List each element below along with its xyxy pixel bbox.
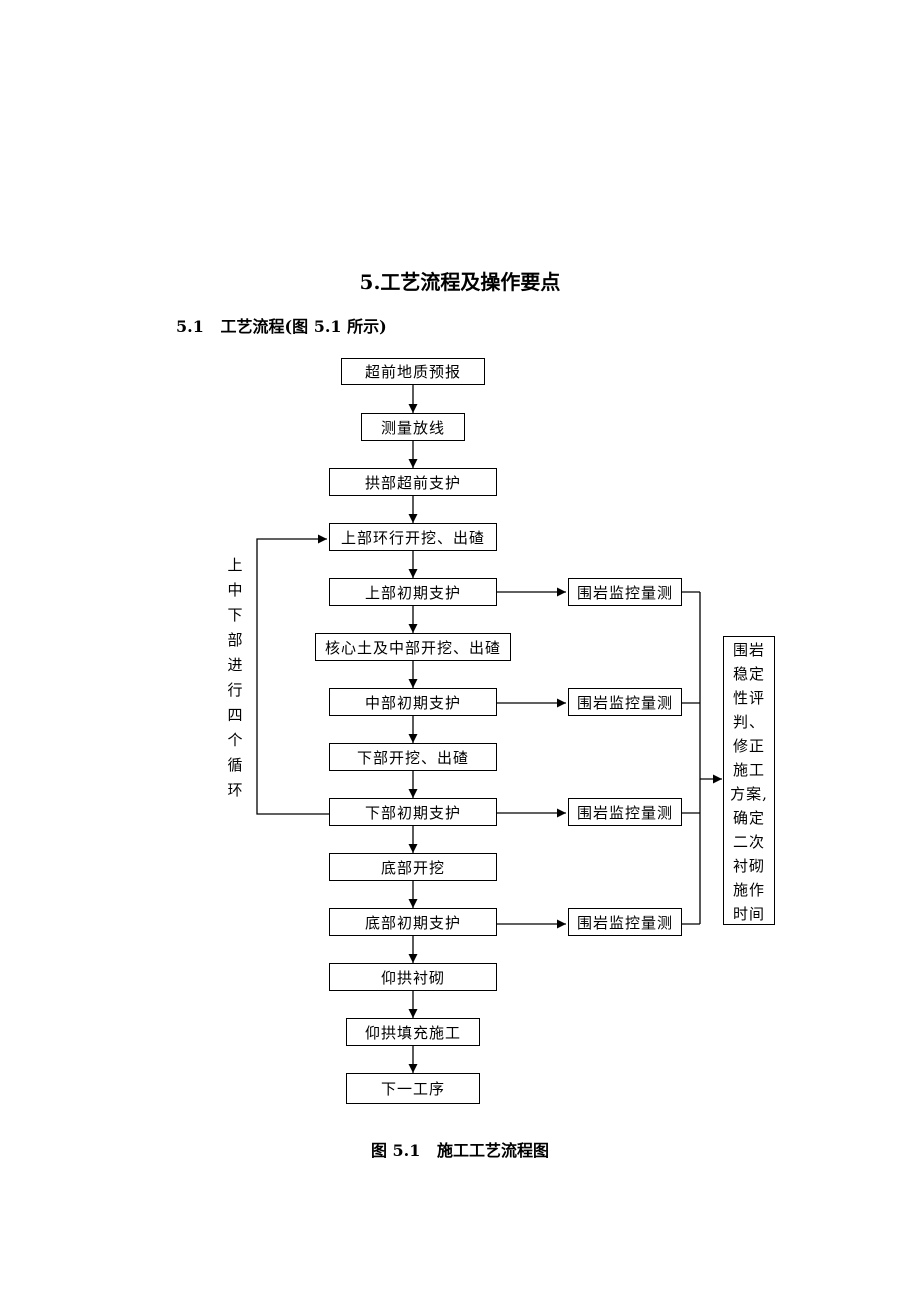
evaluation-text-line: 性评	[732, 689, 765, 707]
evaluation-text-line: 施作	[732, 881, 765, 899]
subsection-title: 5.1 工艺流程(图 5.1 所示)	[176, 317, 387, 336]
evaluation-text-line: 修正	[732, 737, 765, 755]
monitoring-box: 围岩监控量测	[568, 578, 682, 606]
evaluation-text-line: 稳定	[732, 665, 765, 683]
evaluation-text-line: 方案,	[730, 785, 768, 803]
loop-label-char: 行	[227, 681, 243, 699]
loop-label-char: 下	[227, 606, 243, 624]
step-lower-initial-support: 下部初期支护	[329, 798, 497, 826]
step-arch-advance-support: 拱部超前支护	[329, 468, 497, 496]
step-next-process: 下一工序	[346, 1073, 480, 1104]
monitoring-box: 围岩监控量测	[568, 908, 682, 936]
step-core-middle-excavation: 核心土及中部开挖、出碴	[315, 633, 511, 661]
evaluation-text-line: 时间	[732, 905, 765, 923]
evaluation-box: 围岩 稳定 性评 判、 修正 施工 方案, 确定 二次 衬砌 施作 时间	[723, 636, 775, 925]
evaluation-text-line: 二次	[732, 833, 765, 851]
loop-label-char: 循	[227, 756, 243, 774]
step-middle-initial-support: 中部初期支护	[329, 688, 497, 716]
monitoring-box: 围岩监控量测	[568, 798, 682, 826]
loop-label-char: 进	[227, 656, 243, 674]
loop-label-char: 中	[227, 581, 243, 599]
step-bottom-initial-support: 底部初期支护	[329, 908, 497, 936]
evaluation-text-line: 确定	[732, 809, 765, 827]
loop-label-char: 个	[227, 731, 243, 749]
step-advance-geological-forecast: 超前地质预报	[341, 358, 485, 385]
loop-label-char: 环	[227, 781, 243, 799]
loop-label-char: 部	[227, 631, 243, 649]
figure-caption: 图 5.1 施工工艺流程图	[370, 1141, 550, 1160]
loop-label-char: 四	[227, 706, 243, 724]
step-upper-initial-support: 上部初期支护	[329, 578, 497, 606]
step-bottom-excavation: 底部开挖	[329, 853, 497, 881]
step-upper-ring-excavation: 上部环行开挖、出碴	[329, 523, 497, 551]
step-invert-filling: 仰拱填充施工	[346, 1018, 480, 1046]
section-heading: 5.工艺流程及操作要点	[359, 270, 561, 294]
loop-label-char: 上	[227, 556, 243, 574]
evaluation-text-line: 判、	[732, 713, 765, 731]
step-survey-layout: 测量放线	[361, 413, 465, 441]
step-invert-lining: 仰拱衬砌	[329, 963, 497, 991]
evaluation-text-line: 衬砌	[732, 857, 765, 875]
evaluation-text-line: 围岩	[732, 641, 765, 659]
step-lower-excavation: 下部开挖、出碴	[329, 743, 497, 771]
loop-back-line	[256, 534, 329, 815]
evaluation-text-line: 施工	[732, 761, 765, 779]
monitoring-box: 围岩监控量测	[568, 688, 682, 716]
